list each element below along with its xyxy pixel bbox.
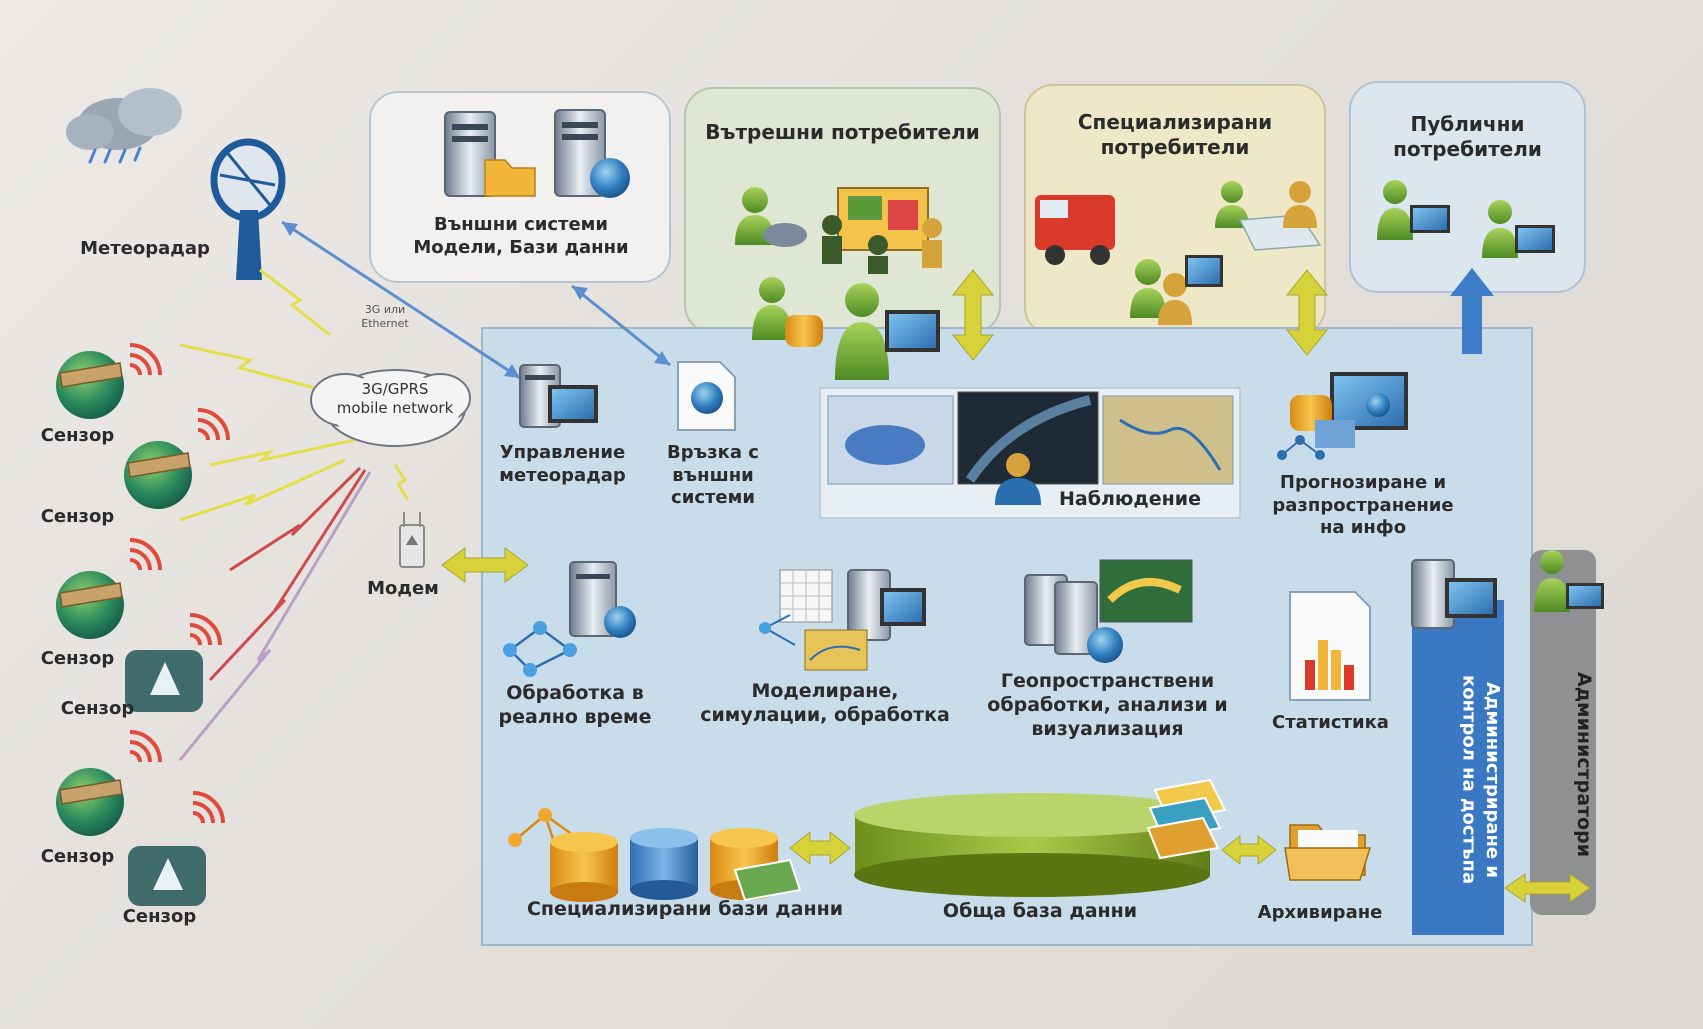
special-db-label: Специализирани бази данни [526, 898, 844, 920]
internal-users-icons [735, 187, 942, 380]
statistics-label: Статистика [1272, 712, 1389, 733]
sensor-label-1: Сензор [40, 425, 115, 446]
external-servers-icon [444, 109, 630, 198]
modem-icon [399, 512, 425, 568]
specialized-users-label: Специализирани потребители [1077, 110, 1273, 159]
sensor-label-6: Сензор [122, 906, 197, 927]
radar-link [281, 220, 521, 380]
realtime-label: Обработка в реално време [498, 682, 652, 728]
radar-dish-icon [210, 138, 286, 280]
modem-label: Модем [367, 578, 439, 599]
external-link-document-icon [677, 361, 736, 431]
sensor-label-3: Сензор [40, 648, 115, 669]
internal-users-label: Вътрешни потребители [705, 120, 980, 144]
sensor-label-5: Сензор [40, 846, 115, 867]
archive-folder-icon [1284, 824, 1372, 881]
external-link-label: Връзка с външни системи [667, 442, 759, 508]
administrator-icon [1534, 550, 1604, 612]
sensor-label-4: Сензор [60, 698, 135, 719]
weather-cloud-icon [66, 88, 182, 164]
sensor-label-2: Сензор [40, 506, 115, 527]
link-label: 3G или Ethernet [361, 303, 409, 330]
network-label: 3G/GPRS mobile network [336, 380, 454, 417]
modeling-icon [759, 569, 926, 671]
public-users-icons [1377, 180, 1555, 258]
external-systems-label: Външни системи Модели, Бази данни [413, 214, 629, 258]
forecast-label: Прогнозиране и разпространение на инфо [1272, 472, 1454, 538]
common-db-label: Обща база данни [942, 900, 1138, 922]
forecast-icon [1277, 372, 1408, 460]
admin-computer-icon [1411, 559, 1497, 629]
public-users-label: Публични потребители [1393, 112, 1542, 161]
statistics-icon [1289, 591, 1371, 701]
observation-screens [819, 387, 1241, 519]
radar-control-label: Управление метеорадар [499, 442, 626, 486]
sensor-icons [56, 343, 230, 906]
specialized-users-icons [1035, 181, 1322, 325]
observation-label: Наблюдение [1059, 488, 1201, 510]
geo-label: Геопространствени обработки, анализи и в… [987, 670, 1228, 740]
common-database-icon [854, 778, 1227, 897]
administrators-bar [1530, 550, 1596, 915]
realtime-processing-icon [503, 561, 636, 677]
mobile-network-cloud [310, 369, 471, 447]
meteoradar-label: Метеорадар [80, 238, 210, 259]
admin-control-label: Администриране и контрол на достъпа [1458, 675, 1503, 885]
public-up-arrow [1450, 268, 1494, 354]
archiving-label: Архивиране [1257, 902, 1383, 923]
administrators-label: Администратори [1573, 672, 1595, 858]
network-links [178, 268, 410, 761]
external-link-line [571, 284, 671, 367]
double-arrows [441, 269, 1591, 903]
radar-control-icon [519, 364, 598, 428]
modeling-label: Моделиране, симулации, обработка [700, 680, 950, 726]
admin-control-bar [1412, 600, 1504, 935]
specialized-databases-icon [508, 808, 802, 902]
geo-processing-icon [1024, 559, 1193, 663]
